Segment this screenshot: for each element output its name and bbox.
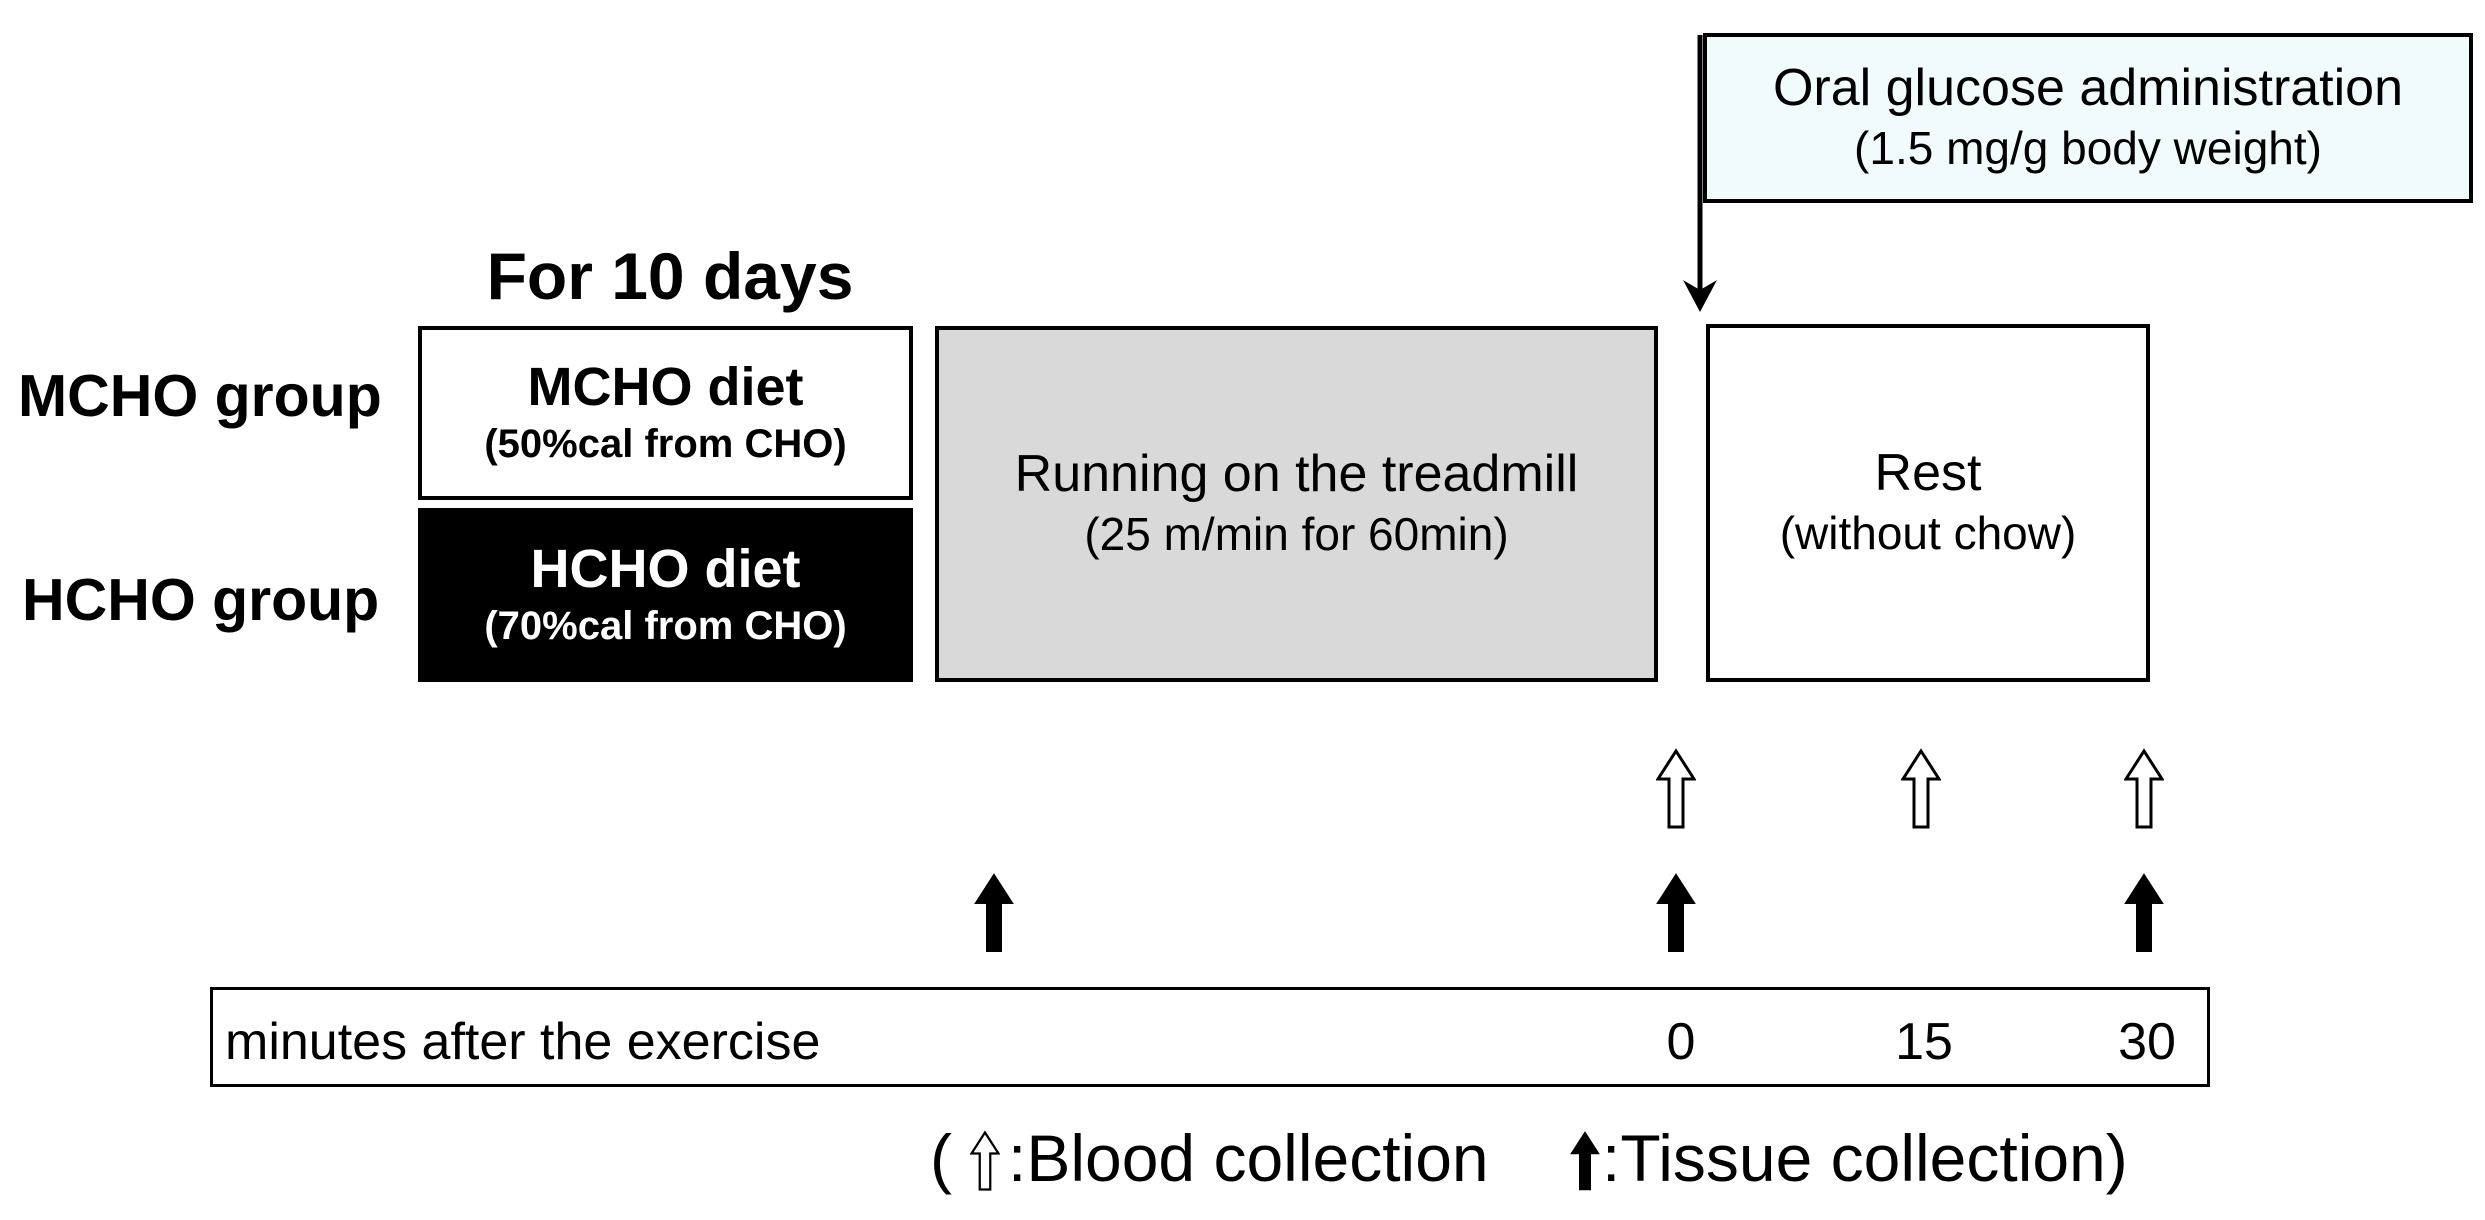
hcho-diet-title: HCHO diet: [530, 538, 801, 599]
hcho-diet-box: HCHO diet (70%cal from CHO): [418, 508, 913, 682]
legend-blood-icon: [970, 1131, 1000, 1191]
tissue-arrow-0: [1656, 873, 1696, 953]
glucose-arrowhead: [1683, 280, 1717, 312]
legend-tissue-icon: [1570, 1131, 1600, 1191]
timeline-box: minutes after the exercise 0 15 30: [210, 987, 2210, 1087]
hcho-diet-sub: (70%cal from CHO): [484, 604, 847, 649]
timeline-tick-15: 15: [1895, 1013, 1953, 1071]
glucose-sub: (1.5 mg/g body weight): [1854, 122, 2322, 175]
rest-box: Rest (without chow): [1706, 324, 2150, 682]
treadmill-sub: (25 m/min for 60min): [1084, 508, 1509, 561]
legend-blood-text: :Blood collection: [1008, 1121, 1489, 1195]
timeline-tick-0: 0: [1666, 1013, 1696, 1071]
glucose-box: Oral glucose administration (1.5 mg/g bo…: [1703, 33, 2473, 203]
mcho-diet-title: MCHO diet: [527, 356, 804, 417]
legend-tissue-text: :Tissue collection): [1602, 1121, 2128, 1195]
hcho-group-label: HCHO group: [22, 567, 380, 633]
mcho-group-label: MCHO group: [18, 363, 382, 429]
rest-sub: (without chow): [1779, 507, 2077, 560]
treadmill-title: Running on the treadmill: [1014, 444, 1579, 503]
timeline-tick-30: 30: [2118, 1013, 2176, 1071]
duration-label: For 10 days: [486, 239, 854, 313]
blood-arrow-30: [2124, 749, 2164, 829]
blood-arrow-15: [1901, 749, 1941, 829]
rest-title: Rest: [1874, 443, 1982, 502]
mcho-diet-box: MCHO diet (50%cal from CHO): [418, 326, 913, 500]
blood-arrow-0: [1656, 749, 1696, 829]
mcho-diet-sub: (50%cal from CHO): [484, 422, 847, 467]
tissue-arrow-pre: [974, 873, 1014, 953]
tissue-arrow-30: [2124, 873, 2164, 953]
timeline-label: minutes after the exercise: [225, 1013, 821, 1071]
treadmill-box: Running on the treadmill (25 m/min for 6…: [935, 326, 1658, 682]
legend-open-paren: (: [930, 1121, 952, 1195]
glucose-title: Oral glucose administration: [1772, 58, 2404, 117]
